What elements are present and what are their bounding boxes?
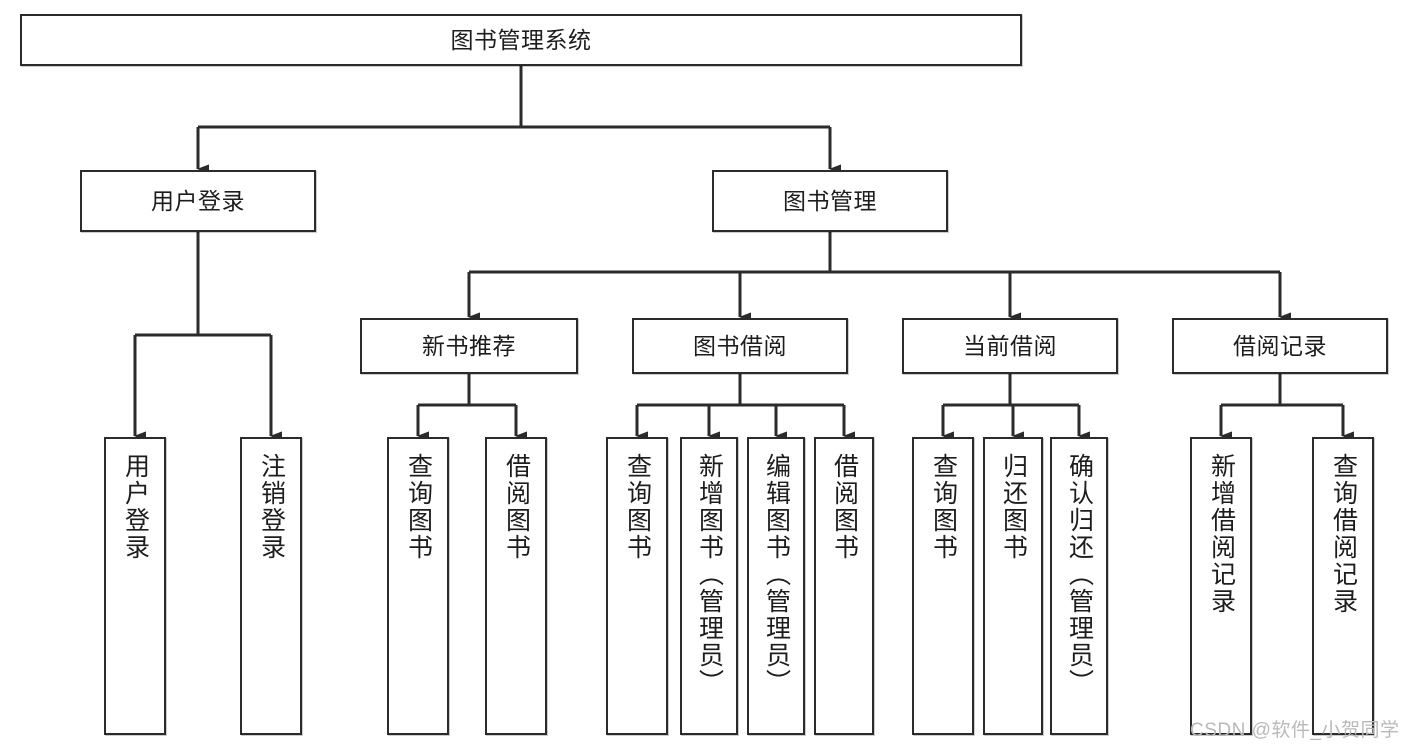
- node-leaf-edit-book[interactable]: 编辑图书（管理员）: [747, 437, 805, 735]
- node-book-borrow[interactable]: 图书借阅: [632, 318, 848, 374]
- node-label: 图书借阅: [693, 332, 787, 359]
- node-label: 借阅图书: [830, 453, 859, 561]
- node-label: 注销登录: [257, 453, 286, 561]
- node-label: 用户登录: [121, 453, 150, 561]
- node-label: 编辑图书（管理员）: [762, 453, 791, 696]
- node-label: 查询图书: [623, 453, 652, 561]
- node-borrow-record[interactable]: 借阅记录: [1172, 318, 1388, 374]
- node-label: 归还图书: [999, 453, 1028, 561]
- node-label: 借阅记录: [1233, 332, 1327, 359]
- node-leaf-borrow-book-2[interactable]: 借阅图书: [814, 437, 874, 735]
- node-label: 借阅图书: [502, 453, 531, 561]
- node-new-book-recommend[interactable]: 新书推荐: [360, 318, 578, 374]
- node-leaf-add-borrow-record[interactable]: 新增借阅记录: [1190, 437, 1252, 735]
- node-leaf-add-book[interactable]: 新增图书（管理员）: [680, 437, 738, 735]
- node-label: 查询图书: [929, 453, 958, 561]
- node-label: 确认归还（管理员）: [1065, 453, 1094, 696]
- node-leaf-confirm-return[interactable]: 确认归还（管理员）: [1050, 437, 1108, 735]
- node-leaf-return-book[interactable]: 归还图书: [983, 437, 1043, 735]
- node-current-borrow[interactable]: 当前借阅: [902, 318, 1118, 374]
- node-label: 新书推荐: [422, 332, 516, 359]
- node-label: 当前借阅: [963, 332, 1057, 359]
- node-user-login[interactable]: 用户登录: [80, 170, 316, 232]
- node-label: 新增图书（管理员）: [695, 453, 724, 696]
- node-leaf-query-book-2[interactable]: 查询图书: [606, 437, 668, 735]
- node-label: 新增借阅记录: [1207, 453, 1236, 615]
- node-leaf-query-book-3[interactable]: 查询图书: [912, 437, 974, 735]
- node-leaf-borrow-book-1[interactable]: 借阅图书: [485, 437, 547, 735]
- node-label: 图书管理: [783, 187, 877, 214]
- node-book-manage[interactable]: 图书管理: [712, 170, 948, 232]
- node-label: 查询图书: [404, 453, 433, 561]
- node-label: 用户登录: [151, 187, 245, 214]
- node-leaf-user-login[interactable]: 用户登录: [104, 437, 166, 735]
- node-leaf-logout-login[interactable]: 注销登录: [240, 437, 302, 735]
- node-leaf-query-borrow-record[interactable]: 查询借阅记录: [1312, 437, 1374, 735]
- node-label: 图书管理系统: [450, 26, 592, 53]
- node-leaf-query-book-1[interactable]: 查询图书: [387, 437, 449, 735]
- node-root[interactable]: 图书管理系统: [20, 14, 1022, 66]
- node-label: 查询借阅记录: [1329, 453, 1358, 615]
